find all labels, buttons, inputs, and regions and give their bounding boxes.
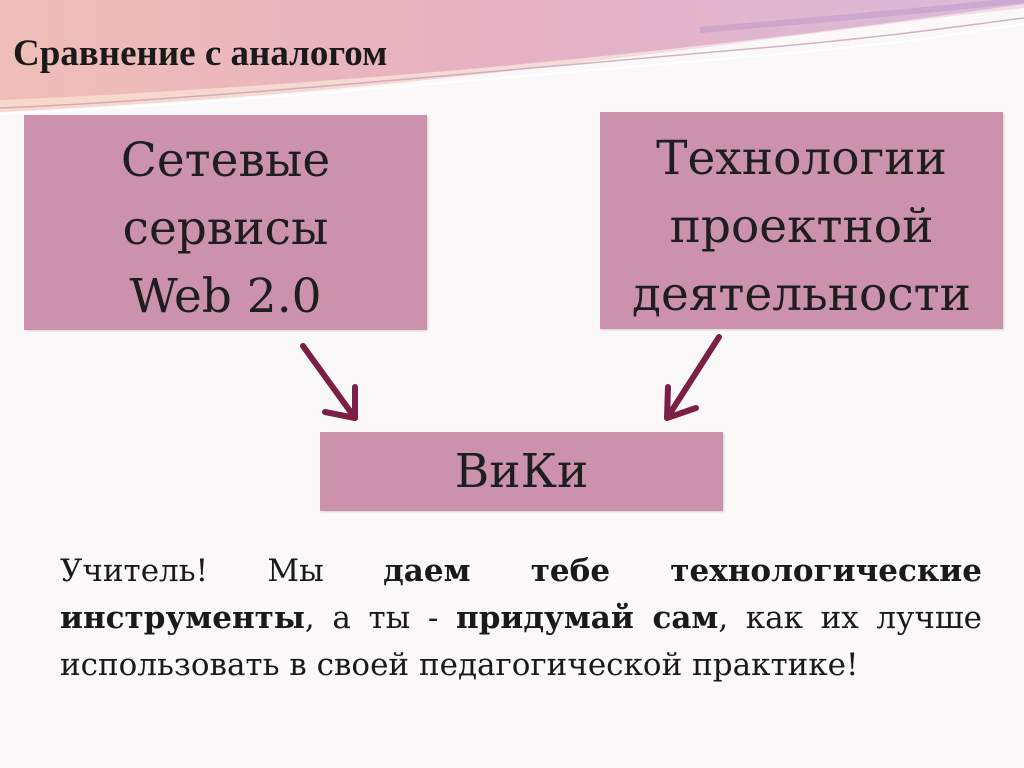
message-bold-2: придумай сам bbox=[456, 600, 719, 636]
slide-title: Сравнение с аналогом bbox=[13, 33, 388, 74]
box-right-line-3: деятельности bbox=[632, 267, 971, 322]
box-center-label: ВиКи bbox=[454, 444, 589, 499]
box-web2-services: Сетевые сервисы Web 2.0 bbox=[24, 115, 427, 330]
box-left-line-3: Web 2.0 bbox=[129, 269, 322, 324]
arrow-right-icon bbox=[664, 334, 722, 421]
message-part-2: , а ты - bbox=[304, 600, 457, 636]
teacher-message: Учитель! Мы даем тебе технологические ин… bbox=[60, 548, 982, 689]
box-right-line-1: Технологии bbox=[656, 131, 947, 186]
message-part-3: , как их лучше использовать в своей педа… bbox=[60, 600, 982, 683]
message-bold-1: даем тебе технологические инструменты bbox=[60, 553, 982, 636]
arrow-left-icon bbox=[300, 343, 358, 421]
box-right-line-2: проектной bbox=[669, 199, 934, 254]
box-left-line-2: сервисы bbox=[122, 201, 329, 256]
box-left-line-1: Сетевые bbox=[120, 133, 331, 188]
message-part-1: Учитель! Мы bbox=[60, 553, 384, 589]
box-project-technologies: Технологии проектной деятельности bbox=[600, 112, 1003, 329]
decorative-header-swoosh bbox=[0, 0, 1024, 115]
box-wiki: ВиКи bbox=[320, 432, 723, 511]
